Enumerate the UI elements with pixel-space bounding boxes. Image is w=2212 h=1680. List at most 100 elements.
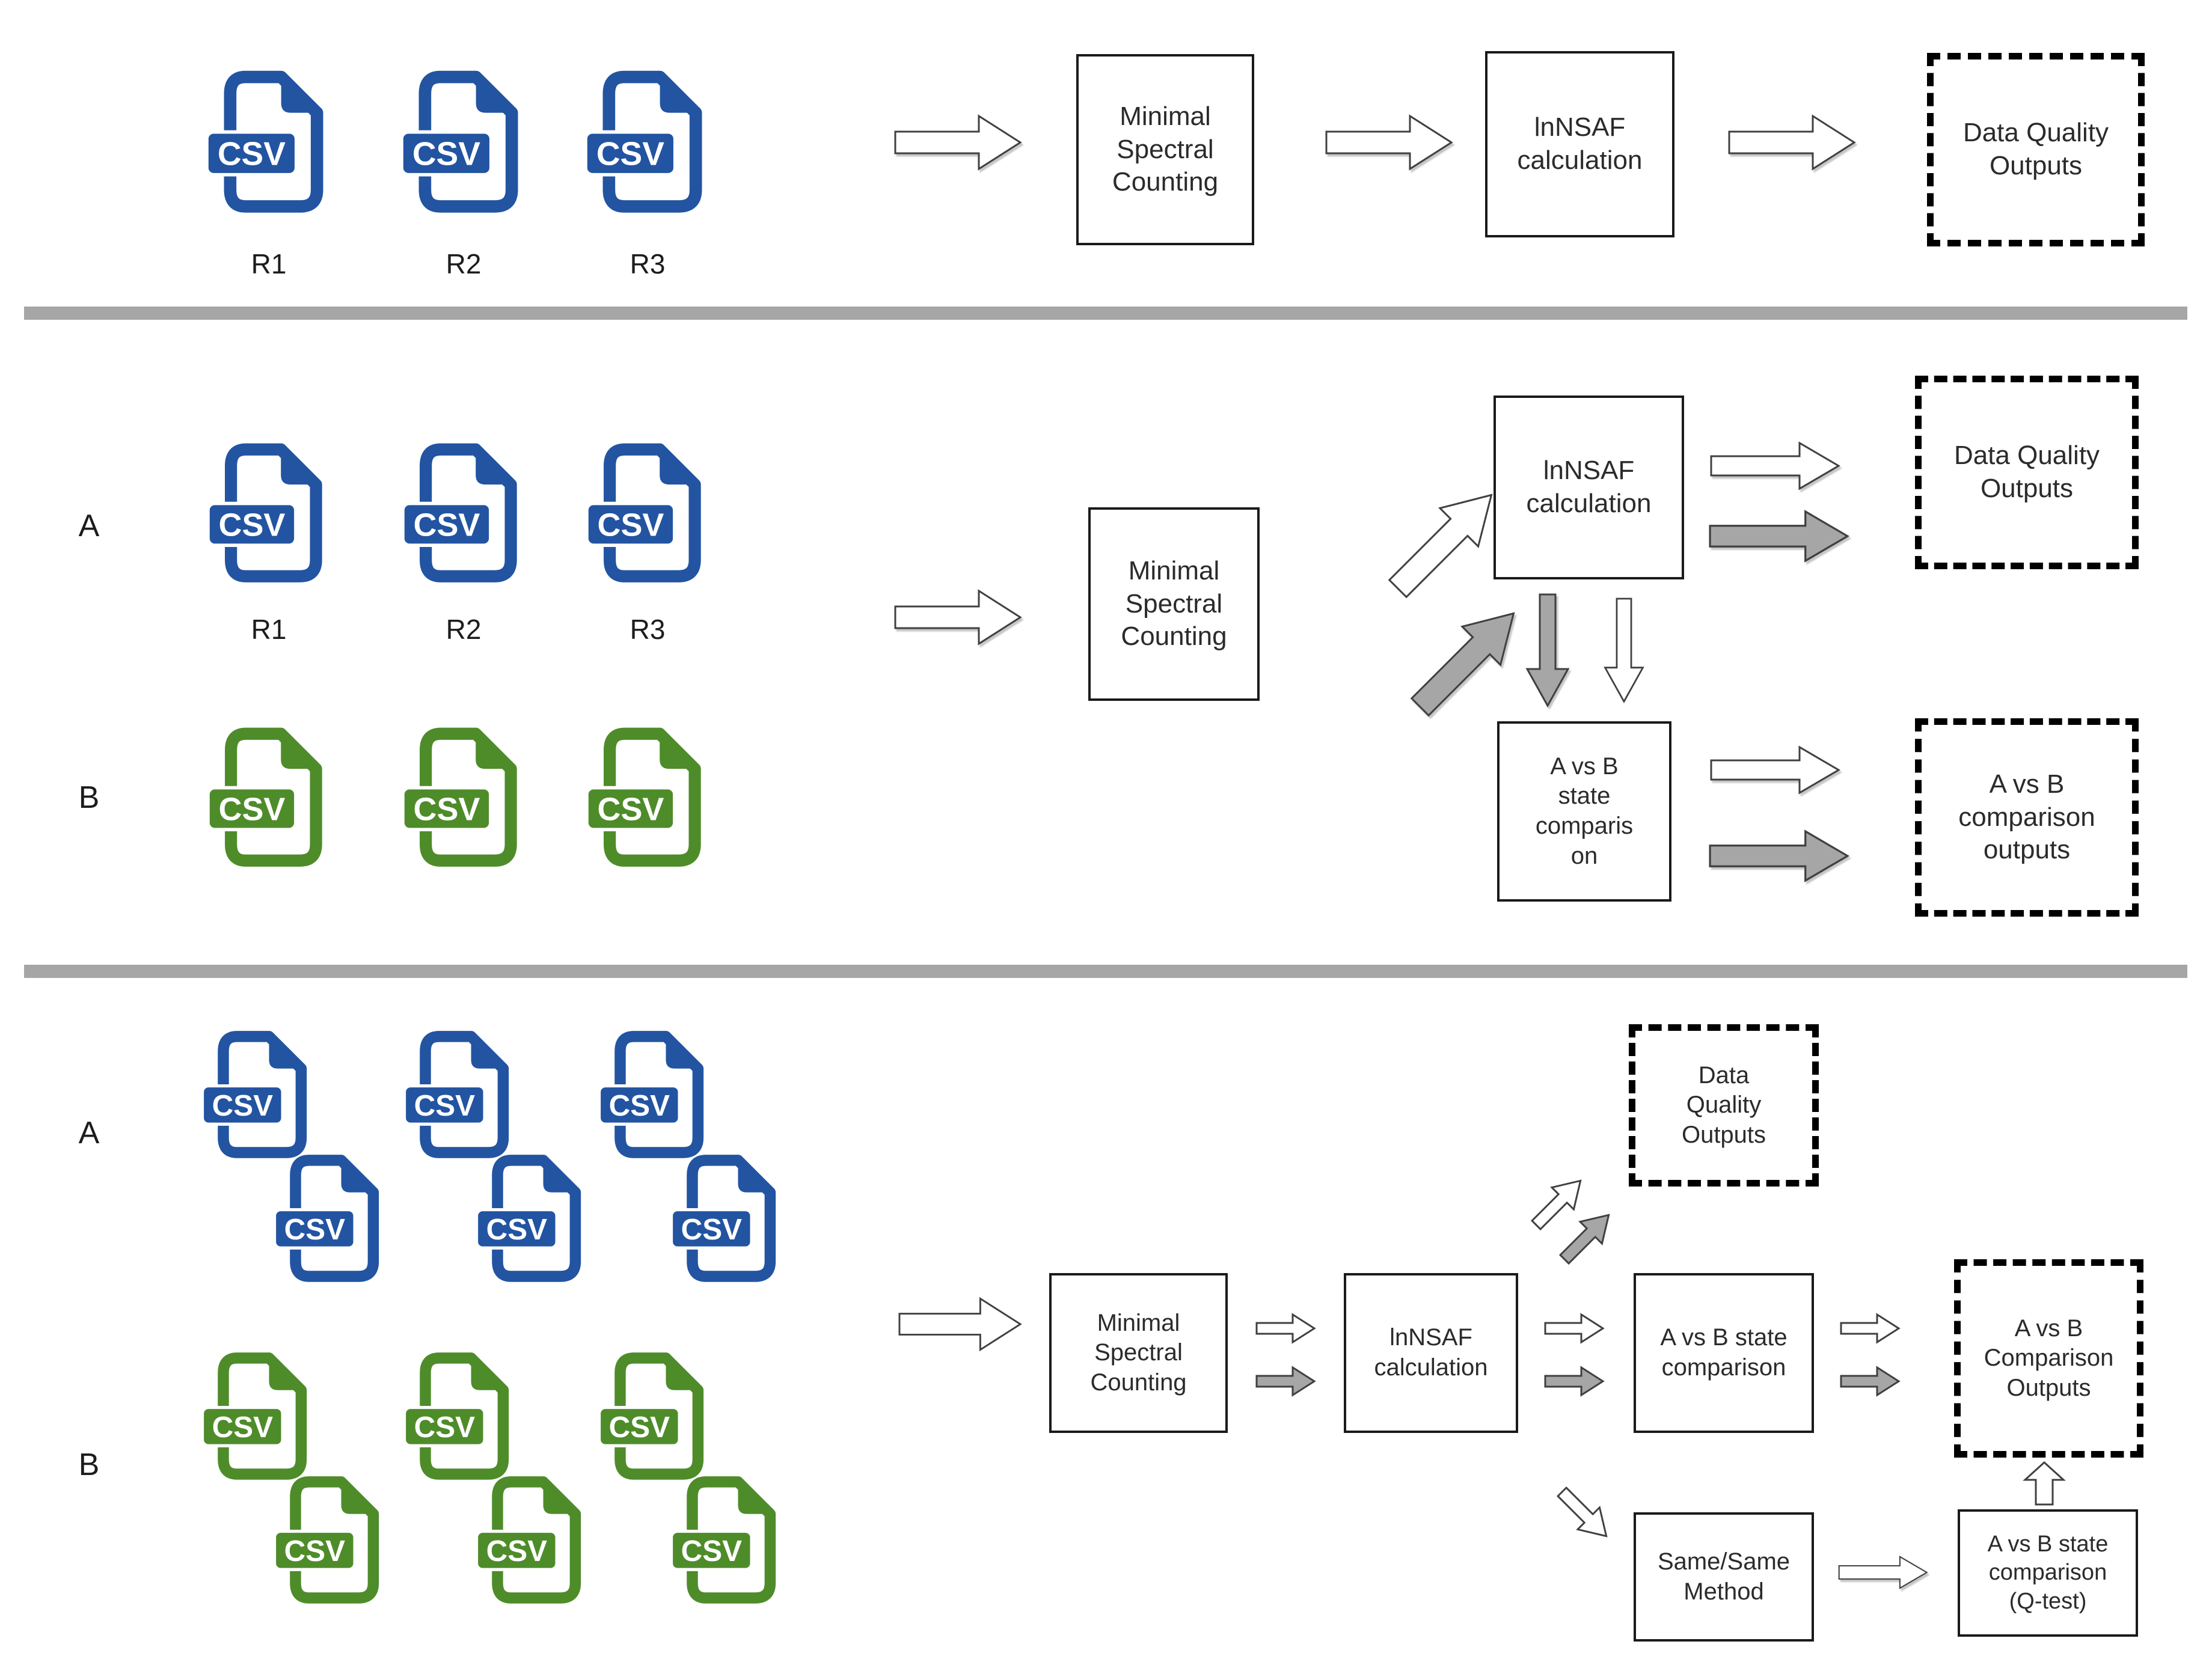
replicate-label-r3: R3 (630, 614, 666, 645)
csv-label-text: CSV (486, 1535, 547, 1568)
flow-arrow-right-icon (1255, 1313, 1316, 1344)
csv-label-band (272, 1208, 357, 1250)
csv-file-icon-glyph: CSV (200, 1031, 307, 1158)
csv-file-icon-glyph: CSV (206, 443, 322, 582)
csv-folded-corner (666, 1034, 701, 1069)
csv-label-band (474, 1529, 559, 1571)
csv-file-icon-glyph: CSV (400, 70, 518, 213)
flow-arrow-right-icon (1709, 829, 1850, 882)
lnnsaf-calculation-box: lnNSAF calculation (1485, 51, 1674, 237)
flow-arrow-down-icon (1524, 590, 1572, 710)
csv-label-text: CSV (414, 1411, 475, 1444)
flow-arrow-right-icon (1838, 1551, 1928, 1593)
csv-label-band (206, 501, 298, 547)
avsb-comparison-outputs-box: A vs B comparison outputs (1915, 718, 2139, 917)
csv-file-icon-glyph: CSV (474, 1476, 581, 1604)
csv-folded-corner (666, 1355, 701, 1390)
csv-label-band (669, 1208, 753, 1250)
section-divider (24, 965, 2187, 978)
csv-label-text: CSV (219, 507, 286, 543)
csv-folded-corner (738, 1479, 773, 1514)
csv-file-icon: CSV (195, 1349, 321, 1485)
csv-file-icon: CSV (267, 1152, 393, 1287)
csv-label-band (205, 130, 298, 177)
csv-label-text: CSV (486, 1213, 547, 1246)
section-single-sample: CSV CSV CSV R1 R2 R3 Minimal Spectral Co… (0, 0, 2212, 307)
data-quality-outputs-box: Data Quality Outputs (1927, 53, 2145, 246)
flow-arrow-right-icon (1325, 114, 1453, 171)
csv-file-icon: CSV (195, 1028, 321, 1164)
csv-label-text: CSV (284, 1535, 345, 1568)
minimal-spectral-counting-box: Minimal Spectral Counting (1076, 54, 1254, 245)
csv-label-text: CSV (218, 135, 286, 173)
lnnsaf-calculation-box: lnNSAF calculation (1344, 1273, 1518, 1433)
avsb-state-comparison-box: A vs B state comparis on (1497, 721, 1671, 902)
flow-arrow-right-icon (1544, 1366, 1605, 1397)
flow-arrow-right-icon (1255, 1366, 1316, 1397)
flow-arrow-right-icon (1710, 441, 1840, 490)
diagonal-arrow-up-right-icon (1524, 1169, 1593, 1238)
csv-file-icon-glyph: CSV (584, 70, 702, 213)
csv-file-icon-glyph: CSV (585, 727, 701, 867)
csv-label-band (206, 786, 298, 831)
flow-arrow-right-icon (894, 589, 1022, 646)
csv-label-band (474, 1208, 559, 1250)
csv-label-text: CSV (681, 1213, 742, 1246)
csv-folded-corner (471, 1355, 506, 1390)
csv-folded-corner (738, 1158, 773, 1193)
flow-arrow-right-icon (1728, 114, 1856, 171)
csv-file-icon: CSV (198, 440, 339, 588)
csv-file-icon: CSV (397, 1349, 523, 1485)
csv-label-text: CSV (212, 1411, 273, 1444)
csv-label-band (669, 1529, 753, 1571)
csv-file-icon-glyph: CSV (272, 1476, 379, 1604)
csv-file-icon: CSV (469, 1152, 595, 1287)
csv-file-icon-glyph: CSV (597, 1031, 704, 1158)
csv-folded-corner (471, 1034, 506, 1069)
csv-folded-corner (269, 1034, 304, 1069)
group-label-b: B (78, 780, 100, 815)
flow-arrow-right-icon (1710, 745, 1840, 795)
section-two-state: A CSV CSV CSV R1 R2 R3 B CSV CSV (0, 320, 2212, 965)
csv-folded-corner (341, 1479, 376, 1514)
csv-file-icon: CSV (592, 1349, 718, 1485)
csv-label-band (401, 501, 492, 547)
csv-label-text: CSV (284, 1213, 345, 1246)
replicate-label-r2: R2 (446, 248, 482, 279)
lnnsaf-calculation-box: lnNSAF calculation (1494, 396, 1684, 579)
csv-file-icon: CSV (393, 724, 534, 873)
csv-file-icon-glyph: CSV (597, 1352, 704, 1480)
csv-label-band (401, 786, 492, 831)
data-quality-outputs-box: Data Quality Outputs (1915, 376, 2139, 569)
csv-label-text: CSV (609, 1411, 670, 1444)
csv-file-icon: CSV (267, 1473, 393, 1609)
csv-folded-corner (269, 1355, 304, 1390)
csv-file-icon-glyph: CSV (585, 443, 701, 582)
csv-folded-corner (476, 447, 514, 485)
csv-file-icon: CSV (198, 67, 339, 219)
csv-file-icon-glyph: CSV (474, 1155, 581, 1282)
replicate-label-r3: R3 (630, 248, 666, 279)
diagonal-arrow-up-right-icon (1396, 590, 1537, 732)
csv-folded-corner (281, 447, 319, 485)
csv-folded-corner (341, 1158, 376, 1193)
csv-file-icon: CSV (664, 1152, 790, 1287)
flow-arrow-right-icon (898, 1297, 1022, 1352)
csv-file-icon: CSV (393, 440, 534, 588)
csv-file-icon: CSV (469, 1473, 595, 1609)
csv-file-icon-glyph: CSV (669, 1155, 776, 1282)
csv-label-band (272, 1529, 357, 1571)
flow-arrow-down-icon (1602, 592, 1646, 709)
csv-file-icon: CSV (664, 1473, 790, 1609)
csv-label-text: CSV (414, 507, 480, 543)
csv-file-icon-glyph: CSV (669, 1476, 776, 1604)
csv-file-icon: CSV (397, 1028, 523, 1164)
replicate-label-r1: R1 (251, 248, 287, 279)
csv-label-text: CSV (598, 791, 664, 827)
csv-file-icon: CSV (577, 440, 718, 588)
flow-arrow-right-icon (894, 114, 1022, 171)
csv-file-icon-glyph: CSV (402, 1352, 509, 1480)
avsb-comparison-outputs-box: A vs B Comparison Outputs (1954, 1259, 2143, 1458)
csv-label-band (584, 130, 677, 177)
